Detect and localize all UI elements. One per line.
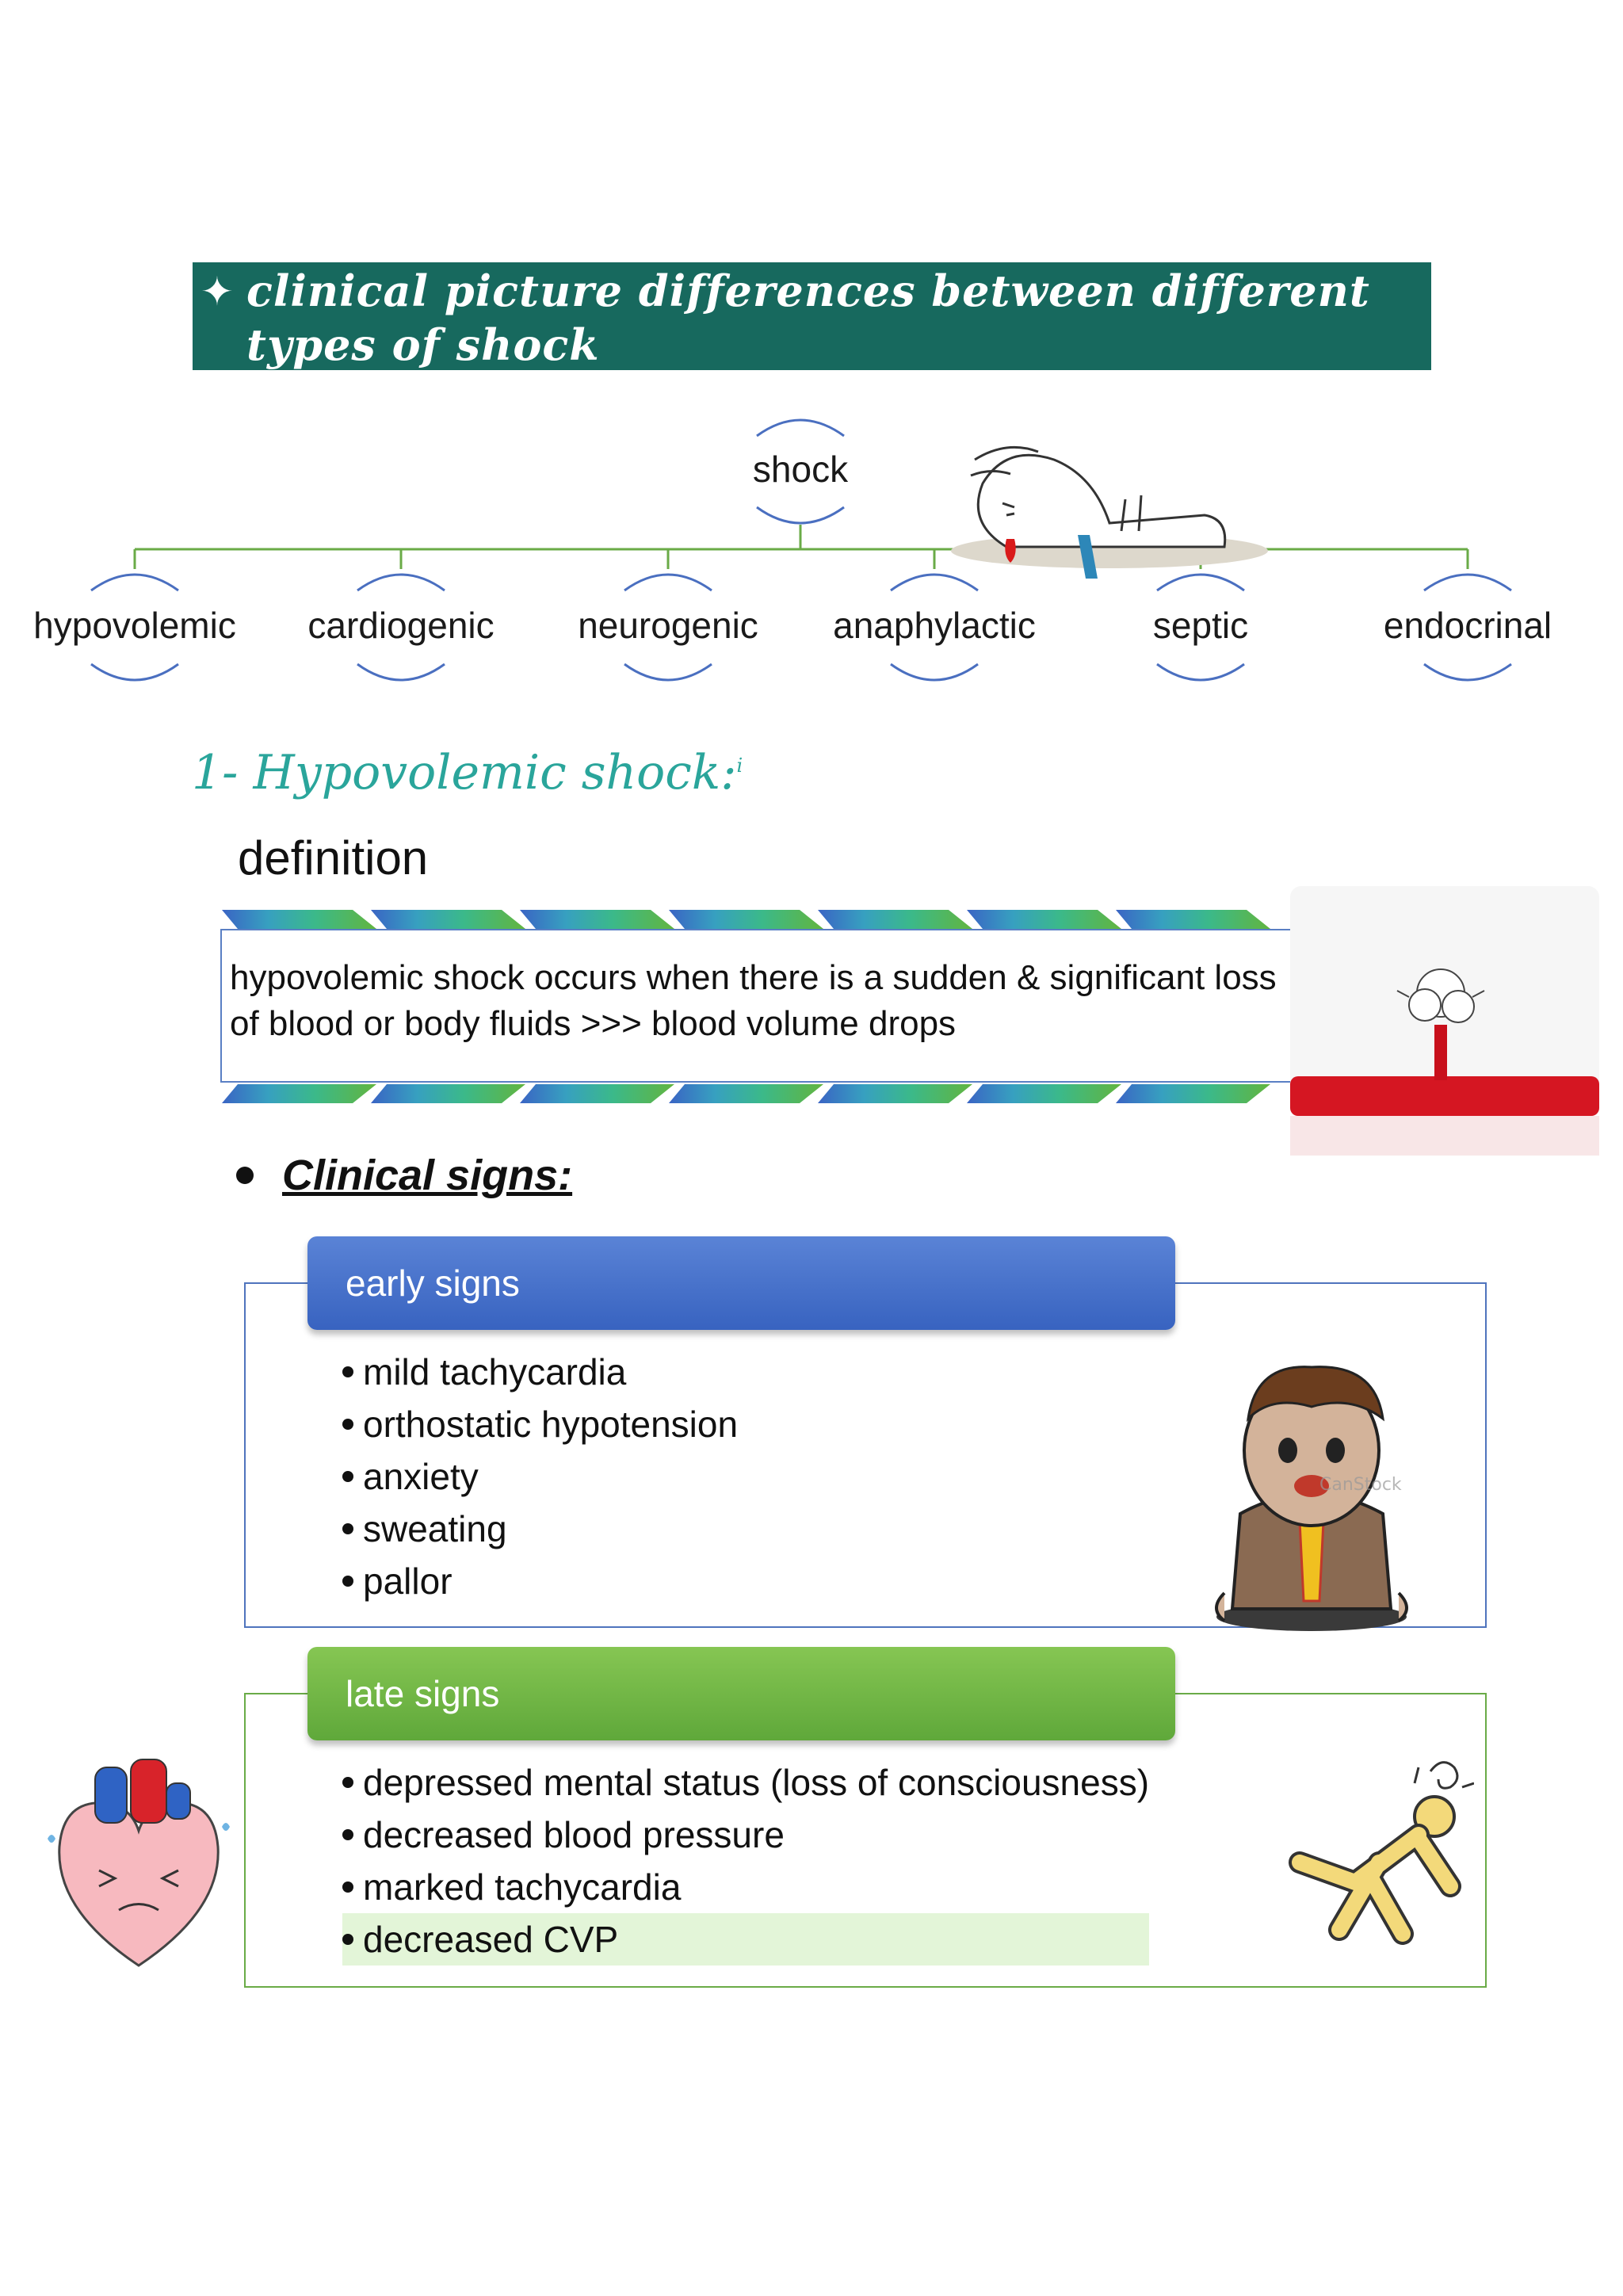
tree-node-septic: septic: [1152, 605, 1249, 646]
tree-node-hypovolemic: hypovolemic: [33, 605, 236, 646]
early-signs-list: mild tachycardia orthostatic hypotension…: [342, 1346, 738, 1607]
late-signs-tab: late signs: [307, 1647, 1175, 1740]
header-banner: ✦ clinical picture differences between d…: [193, 262, 1431, 370]
early-sign-text: pallor: [363, 1561, 453, 1602]
tree-node-anaphylactic: anaphylactic: [833, 605, 1036, 646]
sad-heart-illustration: [48, 1759, 230, 1967]
definition-box: [220, 929, 1292, 1083]
tree-node-neurogenic: neurogenic: [578, 605, 758, 646]
early-sign-text: anxiety: [363, 1456, 479, 1497]
definition-text: hypovolemic shock occurs when there is a…: [230, 958, 1277, 1043]
definition-heading: definition: [238, 831, 429, 884]
early-sign-text: sweating: [363, 1508, 507, 1549]
child-arcs: [90, 573, 1512, 682]
early-sign-text: mild tachycardia: [363, 1351, 627, 1392]
tree-node-cardiogenic: cardiogenic: [307, 605, 495, 646]
root-arcs: [756, 418, 845, 525]
late-sign-text: decreased CVP: [363, 1919, 619, 1960]
clinical-signs-heading: Clinical signs:: [282, 1152, 573, 1199]
early-sign-text: orthostatic hypotension: [363, 1404, 739, 1445]
list-item: decreased blood pressure: [342, 1809, 1149, 1861]
page-title: clinical picture differences between dif…: [246, 266, 1370, 370]
collapsed-patient-illustration: [951, 445, 1268, 579]
falling-person-illustration: [1289, 1761, 1474, 1945]
plus-icon: ✦: [200, 269, 234, 315]
clinical-bullet: [236, 1167, 254, 1184]
blood-loss-illustration: [1290, 886, 1599, 1156]
list-item: depressed mental status (loss of conscio…: [342, 1756, 1149, 1809]
tree-node-endocrinal: endocrinal: [1383, 605, 1552, 646]
distressed-man-illustration: CanStock: [1215, 1366, 1408, 1631]
late-sign-text: marked tachycardia: [363, 1866, 682, 1908]
tree-root-label: shock: [752, 449, 849, 490]
shock-tree-diagram: [90, 418, 1512, 682]
list-item: mild tachycardia: [342, 1346, 738, 1398]
list-item: sweating: [342, 1503, 738, 1555]
footnote-marker: i: [736, 755, 743, 777]
list-item: marked tachycardia: [342, 1861, 1149, 1913]
list-item: orthostatic hypotension: [342, 1398, 738, 1450]
list-item: pallor: [342, 1555, 738, 1607]
section-title-text: 1- Hypovolemic shock:: [192, 745, 737, 800]
late-sign-text: depressed mental status (loss of conscio…: [363, 1762, 1150, 1803]
section-title: 1- Hypovolemic shock:i: [192, 745, 743, 800]
list-item: anxiety: [342, 1450, 738, 1503]
early-signs-tab: early signs: [307, 1236, 1175, 1330]
chevron-decoration: [222, 910, 1359, 1103]
late-signs-list: depressed mental status (loss of conscio…: [342, 1756, 1150, 1966]
watermark-text: CanStock: [1319, 1475, 1402, 1495]
list-item-highlighted: decreased CVP: [342, 1913, 1150, 1966]
late-sign-text: decreased blood pressure: [363, 1814, 785, 1855]
